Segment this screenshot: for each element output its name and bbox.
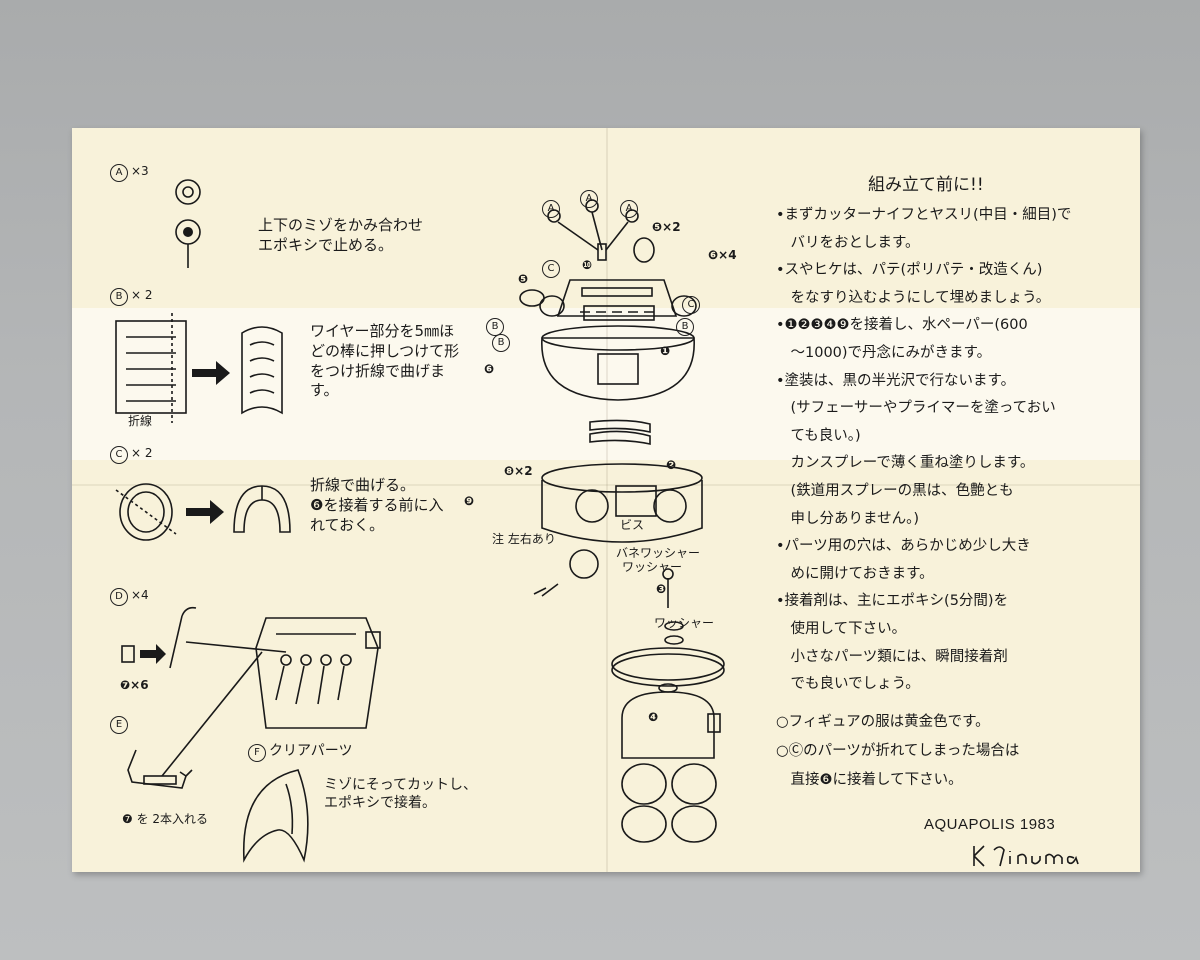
signature <box>973 845 1079 867</box>
instruction-line: •接着剤は、主にエポキシ(5分間)を <box>776 593 1009 610</box>
step-e-text: ❼ を 2本入れる <box>122 812 209 826</box>
callout-6x4: ❻×4 <box>708 248 737 262</box>
step-b-label: B× 2 <box>110 288 153 306</box>
callout-washer-1: ワッシャー <box>622 560 683 574</box>
callout-5x2: ❺×2 <box>652 220 681 234</box>
step-e-parts-drawing <box>127 651 263 789</box>
step-b-parts-drawing <box>115 313 283 423</box>
step-d-sub: ❼×6 <box>120 678 149 692</box>
step-f-parts-drawing <box>242 769 309 863</box>
step-a-parts-drawing <box>175 179 201 268</box>
instruction-line: (鉄道用スプレーの黒は、色艶とも <box>776 482 1014 499</box>
callout-8x2: ❽×2 <box>504 464 533 478</box>
instruction-line: カンスプレーで薄く重ね塗りします。 <box>776 455 1035 472</box>
instruction-line: ～1000)で丹念にみがきます。 <box>776 344 992 361</box>
step-f-text: ミゾにそってカットし、 エポキシで接着。 <box>324 777 478 812</box>
instruction-line: でも良いでしょう。 <box>776 676 920 693</box>
instruction-line: めに開けておきます。 <box>776 565 934 582</box>
step-e-label: E <box>110 716 131 734</box>
step-a-text: 上下のミゾをかみ合わせ エポキシで止める。 <box>258 216 424 254</box>
callout-b-2: B <box>676 318 697 336</box>
instruction-line: •塗装は、黒の半光沢で行ないます。 <box>776 372 1016 389</box>
instruction-line: •❶❷❸❹❾を接着し、水ペーパー(600 <box>776 317 1028 334</box>
step-d-label: D×4 <box>110 588 149 606</box>
credit-text: AQUAPOLIS 1983 <box>924 816 1056 833</box>
step-c-parts-drawing <box>115 483 291 541</box>
instruction-line: 小さなパーツ類には、瞬間接着剤 <box>776 648 1008 665</box>
instruction-line: ても良い。) <box>776 427 861 444</box>
instruction-line: 使用して下さい。 <box>776 620 907 637</box>
callout-10: ❿ <box>582 258 593 272</box>
callout-1: ❶ <box>660 344 671 358</box>
callout-c-2: C <box>682 296 703 314</box>
step-c-label: C× 2 <box>110 446 153 464</box>
note-line: ○フィギュアの服は黄金色です。 <box>776 714 990 730</box>
instruction-line: •まずカッターナイフとヤスリ(中目・細目)で <box>776 207 1072 223</box>
callout-a-1: A <box>542 200 563 218</box>
step-a-label: A×3 <box>110 164 149 182</box>
instruction-line: バリをおとします。 <box>776 234 920 251</box>
callout-b-3: B <box>492 334 513 352</box>
step-d-parts-drawing <box>121 606 381 729</box>
step-c-text: 折線で曲げる。 ❻を接着する前に入 れておく。 <box>310 476 444 534</box>
fold-label: 折線 <box>128 414 153 428</box>
callout-9: ❾ <box>464 494 475 508</box>
callout-a-3: A <box>620 200 641 218</box>
note-line: ○Ⓒのパーツが折れてしまった場合は <box>776 743 1020 759</box>
robot-exploded-diagram <box>519 199 725 843</box>
note-line: 直接❻に接着して下さい。 <box>776 772 963 788</box>
callout-4: ❹ <box>648 710 659 724</box>
callout-a-2: A <box>580 190 601 208</box>
fold-line-horizontal <box>72 484 1140 486</box>
instruction-line: をなすり込むようにして埋めましょう。 <box>776 289 1051 306</box>
notes-list: ○フィギュアの服は黄金色です。 ○Ⓒのパーツが折れてしまった場合は 直接❻に接着… <box>776 708 1128 795</box>
step-b-text: ワイヤー部分を5㎜ほ どの棒に押しつけて形 をつけ折線で曲げま す。 <box>310 322 460 400</box>
callout-washer-2: ワッシャー <box>654 616 715 630</box>
callout-6: ❻ <box>484 362 495 376</box>
callout-spring-washer: バネワッシャー <box>616 546 701 560</box>
callout-c-1: C <box>542 260 563 278</box>
callout-5: ❺ <box>518 272 529 286</box>
instruction-sheet: A×3 上下のミゾをかみ合わせ エポキシで止める。 B× 2 折線 ワイヤー部分… <box>72 128 1140 872</box>
callout-note-left-right: 注 左右あり <box>492 532 556 546</box>
callout-2: ❷ <box>666 458 677 472</box>
instruction-line: 申し分ありません。) <box>776 510 919 527</box>
instruction-line: •スやヒケは、パテ(ポリパテ・改造くん) <box>776 262 1043 279</box>
instructions-list: •まずカッターナイフとヤスリ(中目・細目)で バリをおとします。 •スやヒケは、… <box>776 202 1128 699</box>
right-title: 組み立て前に!! <box>868 175 984 195</box>
instruction-line: (サフェーサーやプライマーを塗っておい <box>776 400 1056 417</box>
callout-screw: ビス <box>620 518 645 532</box>
instruction-line: •パーツ用の穴は、あらかじめ少し大き <box>776 538 1031 555</box>
callout-3: ❸ <box>656 582 667 596</box>
